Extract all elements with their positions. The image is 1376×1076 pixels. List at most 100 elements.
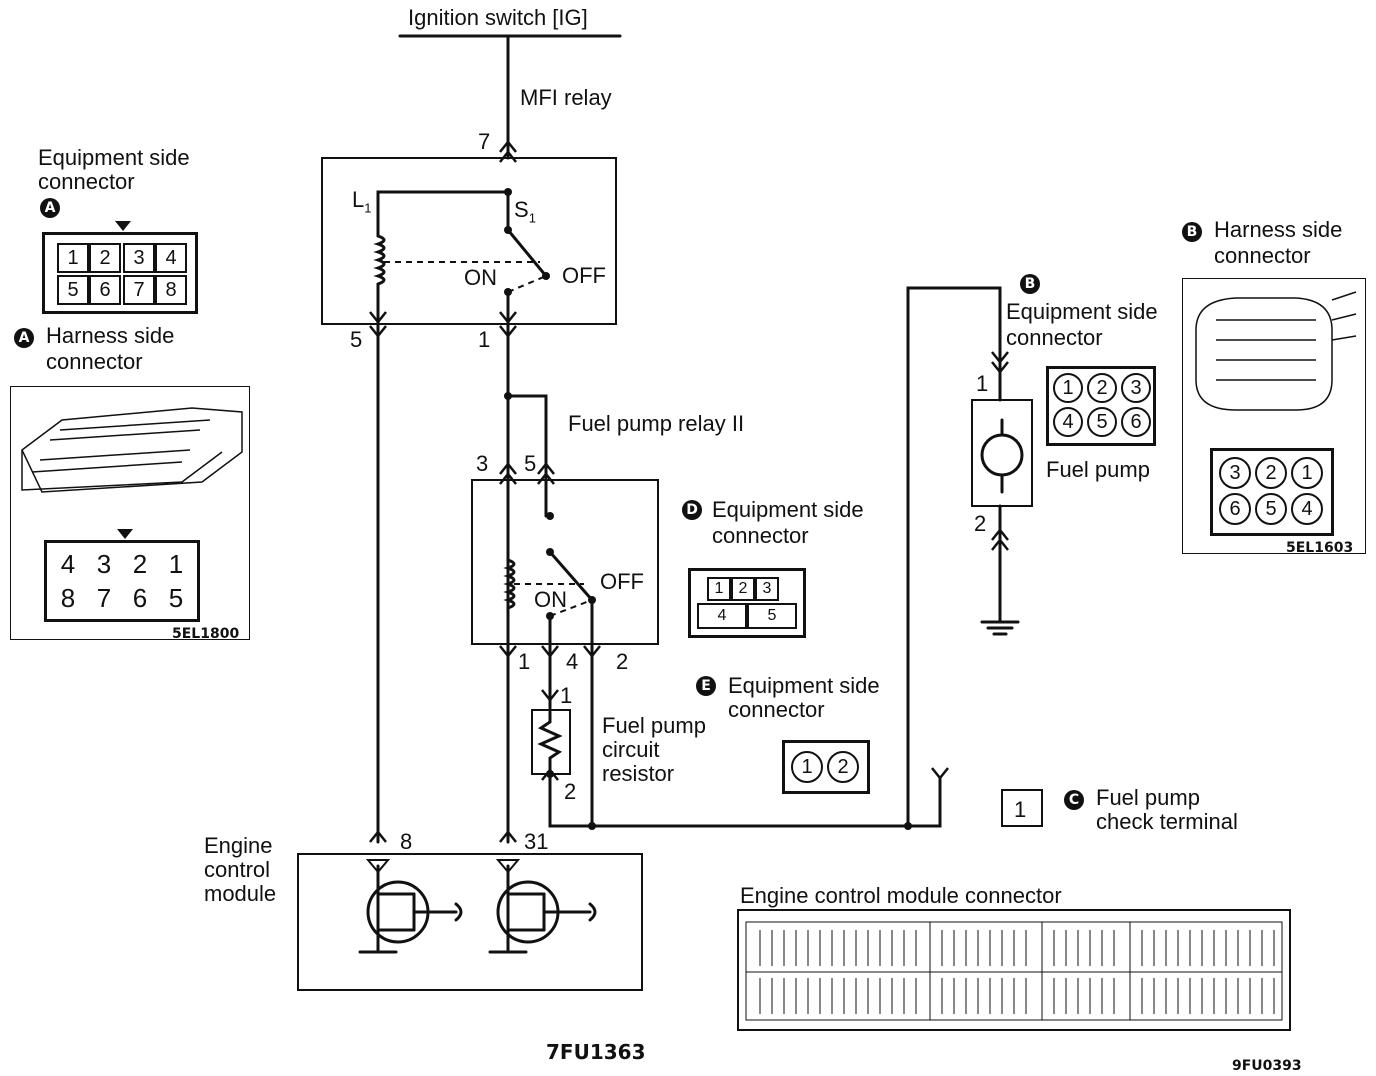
mfi-relay-label: MFI relay [520,85,612,110]
b-equipment-title-2: connector [1006,325,1103,350]
a-eq-pin: 3 [123,243,155,273]
b-har-pin: 6 [1219,493,1251,525]
ecm-connector-outline [737,909,1291,1031]
ignition-switch-label: Ignition switch [IG] [408,5,588,30]
b-harness-photo-frame [1182,278,1366,554]
fpr-off-label: OFF [600,569,644,594]
b-har-pin: 5 [1255,493,1287,525]
b-har-pin: 4 [1291,493,1323,525]
b-harness-title-2: connector [1214,243,1311,268]
d-eq-pin: 2 [731,577,755,601]
c-check-title-1: Fuel pump [1096,785,1200,810]
fpr-on-label: ON [534,587,567,612]
a-equipment-title-2: connector [38,169,135,194]
b-equipment-letter: B [1020,274,1040,294]
pin-fpr-5: 5 [524,451,537,476]
fuel-pump-relay-box [471,479,659,645]
a-harness-title-2: connector [46,349,143,374]
ecm-label-3: module [204,881,277,906]
a-eq-pin: 5 [57,275,89,305]
wire-bottom-bus [548,772,942,828]
mfi-off-label: OFF [562,263,606,288]
pin-res-1: 1 [560,683,573,708]
a-eq-pin: 7 [123,275,155,305]
b-harness-connector: 3 2 1 6 5 4 [1210,448,1334,536]
a-har-pin: 7 [96,582,112,613]
b-eq-pin: 2 [1087,373,1117,403]
ecm-figure-code: 9FU0393 [1232,1058,1302,1074]
pin-mfi-7: 7 [478,129,491,154]
a-eq-pin: 4 [155,243,187,273]
pin-fpr-4: 4 [566,649,579,674]
b-har-pin: 2 [1255,457,1287,489]
a-harness-photo-frame [10,386,250,640]
b-harness-letter: B [1182,222,1202,242]
mfi-switch-blade [506,228,548,278]
pin-fpr-3: 3 [476,451,489,476]
a-harness-key [117,529,133,539]
mfi-relay-box [321,157,617,325]
e-equipment-title-2: connector [728,697,825,722]
a-har-pin: 8 [60,582,76,613]
resistor-zigzag [537,710,563,776]
e-equipment-title-1: Equipment side [728,673,880,698]
mfi-coil [373,234,386,286]
a-harness-connector: 4 3 2 1 8 7 6 5 [44,529,200,622]
b-eq-pin: 6 [1121,407,1151,437]
motor-circle [980,433,1024,477]
resistor-label-1: Fuel pump [602,713,706,738]
pin-fpr-2: 2 [616,649,629,674]
e-eq-pin: 2 [827,751,859,783]
fuel-pump-relay-label: Fuel pump relay II [568,411,745,436]
fpr-switch-blade [548,550,594,602]
a-har-pin: 1 [168,548,184,579]
mfi-coil-feed [376,190,510,238]
resistor-label-2: circuit [602,737,660,762]
e-eq-pin: 1 [791,751,823,783]
d-eq-pin: 1 [707,577,731,601]
a-harness-title-1: Harness side [46,323,175,348]
b-eq-pin: 3 [1121,373,1151,403]
pin-ecm-8: 8 [400,829,413,854]
mfi-on-label: ON [464,265,497,290]
coil-l1-label: L1 [352,187,372,216]
switch-s1-label: S1 [514,197,536,226]
resistor-label-3: resistor [602,761,675,786]
b-harness-code: 5EL1603 [1286,540,1354,556]
e-equipment-connector: 1 2 [782,740,870,794]
b-harness-sketch [1195,297,1333,411]
pin-res-2: 2 [564,779,577,804]
c-check-title-2: check terminal [1096,809,1238,834]
d-equipment-letter: D [682,500,702,520]
b-eq-pin: 4 [1053,407,1083,437]
b-eq-pin: 5 [1087,407,1117,437]
d-equipment-title-1: Equipment side [712,497,864,522]
pin-mfi-1: 1 [478,327,491,352]
a-eq-pin: 8 [155,275,187,305]
ecm-box [297,853,643,991]
pin-pump-1: 1 [976,371,989,396]
c-check-pin: 1 [1014,797,1027,822]
a-har-pin: 4 [60,548,76,579]
a-equipment-title-1: Equipment side [38,145,190,170]
pin-mfi-5: 5 [350,327,363,352]
fpr-coil [503,558,516,610]
b-eq-pin: 1 [1053,373,1083,403]
a-eq-pin: 6 [89,275,121,305]
a-equipment-letter: A [40,198,60,218]
wire-to-pump [906,286,1002,828]
ecm-label-2: control [204,857,271,882]
a-har-pin: 6 [132,582,148,613]
a-eq-pin: 1 [57,243,89,273]
b-har-pin: 1 [1291,457,1323,489]
figure-code: 7FU1363 [546,1040,646,1064]
a-har-pin: 3 [96,548,112,579]
a-harness-letter: A [14,328,34,348]
a-eq-pin: 2 [89,243,121,273]
d-equipment-title-2: connector [712,523,809,548]
d-eq-pin: 4 [697,603,747,629]
d-equipment-connector: 1 2 3 4 5 [688,568,806,638]
d-eq-pin: 5 [747,603,797,629]
pin-ecm-31: 31 [524,829,549,854]
